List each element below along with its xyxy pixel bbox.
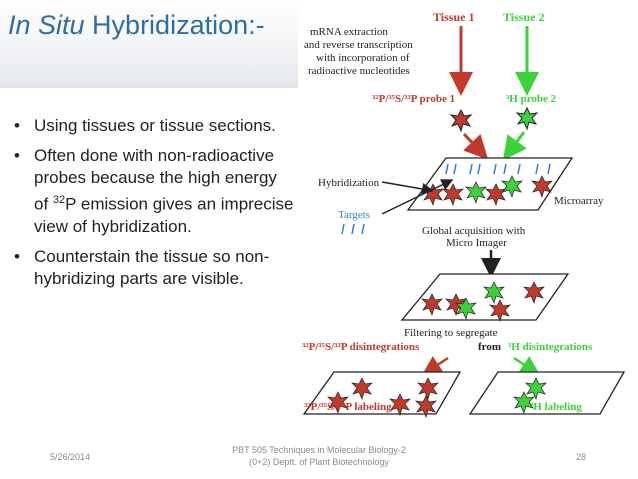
targets-legend (341, 223, 365, 235)
bullet-dot: • (14, 116, 20, 135)
bullet-dot: • (14, 146, 20, 165)
footer-course-line-1: PBT 505 Techniques in Molecular Biology-… (232, 445, 406, 455)
targets-arrow (381, 179, 454, 215)
bullet-item: • Using tissues or tissue sections. (14, 115, 294, 137)
title-band (0, 0, 300, 88)
tissue2-label: Tissue 2 (503, 10, 544, 24)
target-lines (445, 163, 551, 175)
extraction-line-1: mRNA extraction (310, 26, 388, 38)
probe2-star-icon (515, 106, 539, 131)
disintegrations-from-label: from (478, 341, 501, 353)
disintegrations-right-label: ³H disintegrations (508, 341, 593, 353)
probe1-arrow (462, 132, 489, 160)
acquisition-line-2: Micro Imager (446, 237, 507, 249)
footer-page-number: 28 (576, 452, 587, 462)
bullet-item: • Counterstain the tissue so non-hybridiz… (14, 246, 294, 290)
hybridization-diagram: Tissue 1 Tissue 2 mRNA extraction and re… (302, 10, 626, 418)
hybridization-figure: Tissue 1 Tissue 2 mRNA extraction and re… (298, 6, 634, 418)
probe1-star-icon (449, 108, 473, 133)
hybridization-label: Hybridization (318, 177, 380, 189)
extraction-line-3: with incorporation of (316, 52, 410, 64)
targets-label: Targets (338, 209, 370, 221)
probe2-label: ³H probe 2 (506, 93, 557, 105)
extraction-line-2: and reverse transcription (304, 39, 413, 51)
probe2-arrow (502, 131, 527, 161)
title-italic: In Situ (8, 10, 85, 40)
slide-title: In Situ Hybridization:- (8, 10, 265, 41)
imaged-slide (400, 273, 570, 321)
bullet-list: • Using tissues or tissue sections. • Ofte… (14, 115, 294, 298)
filter-left-arrow (421, 356, 449, 376)
bullet-text: Using tissues or tissue sections. (34, 116, 276, 135)
title-rest: Hybridization:- (84, 10, 265, 40)
labeling-right-caption: ³H labeling (530, 401, 582, 413)
footer-course: PBT 505 Techniques in Molecular Biology-… (200, 444, 438, 468)
bullet-text-before: Often done with non-radioactive probes b… (34, 146, 277, 214)
labeling-right-slide (468, 371, 626, 415)
disintegrations-left-label: ³²P/³⁵S/³³P disintegrations (302, 341, 420, 353)
extraction-line-4: radioactive nucleotides (308, 65, 410, 77)
microarray-label: Microarray (554, 195, 604, 207)
probe1-label: ³²P/³⁵S/³³P probe 1 (372, 93, 455, 105)
slide-footer: 5/26/2014 PBT 505 Techniques in Molecula… (0, 440, 638, 479)
labeling-right-spots (513, 377, 547, 415)
bullet-item: • Often done with non-radioactive probes … (14, 145, 294, 238)
filter-right-arrow (513, 356, 541, 376)
filtering-label: Filtering to segregate (404, 327, 498, 339)
footer-date: 5/26/2014 (50, 452, 91, 462)
bullet-text: Counterstain the tissue so non-hybridizi… (34, 246, 270, 288)
hybridization-arrow (381, 181, 434, 195)
labeling-left-caption: ³²P/³⁵S/ ³³P labeling (304, 401, 392, 413)
acquisition-line-1: Global acquisition with (422, 225, 526, 237)
imaged-spots (421, 281, 545, 323)
footer-course-line-2: (0+2) Deptt. of Plant Biotechnology (249, 457, 389, 467)
labeling-left-spots (327, 377, 439, 418)
bullet-superscript: 32 (52, 194, 66, 206)
bullet-text-after: P emission gives an imprecise view of hy… (34, 194, 294, 236)
tissue1-label: Tissue 1 (433, 10, 474, 24)
bullet-dot: • (14, 246, 20, 266)
